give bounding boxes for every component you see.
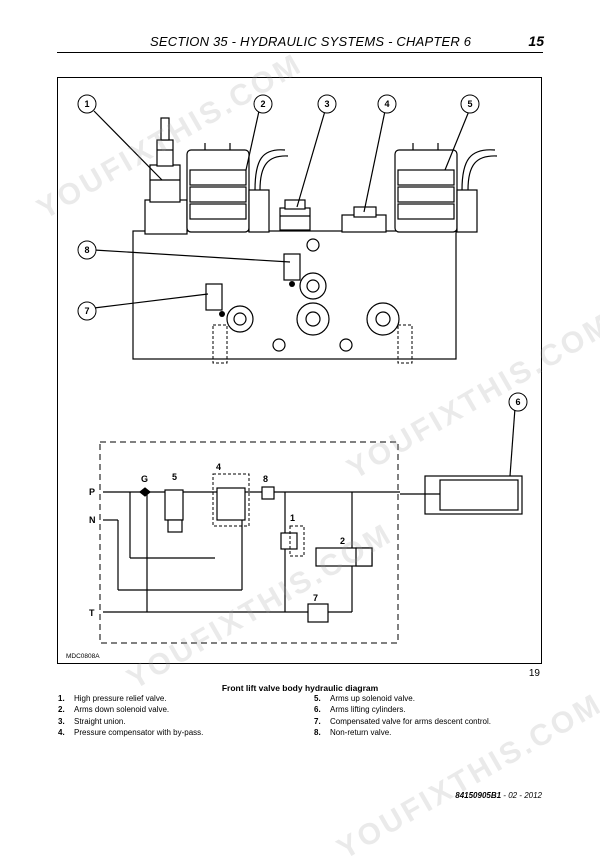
valve-body-block <box>132 230 457 360</box>
arms-down-solenoid <box>186 143 289 233</box>
callout-8: 8 <box>84 245 89 255</box>
header-divider <box>57 52 543 53</box>
callout-5: 5 <box>467 99 472 109</box>
figure-frame <box>57 77 542 664</box>
legend-left-column: 1. High pressure relief valve. 2. Arms dow… <box>58 693 203 739</box>
non-return-valve <box>283 253 301 281</box>
legend-text: Pressure compensator with by-pass. <box>74 728 204 738</box>
legend-number: 5. <box>314 694 321 703</box>
legend-number: 6. <box>314 705 321 715</box>
legend-item: 4. Pressure compensator with by-pass. <box>58 727 203 738</box>
section-title: SECTION 35 - HYDRAULIC SYSTEMS - CHAPTER… <box>150 34 472 49</box>
schem-1-label: 1 <box>290 513 295 523</box>
callout-1: 1 <box>84 99 89 109</box>
schem-5-label: 5 <box>172 472 177 482</box>
legend-item: 5. Arms up solenoid valve. <box>314 693 491 704</box>
legend-number: 4. <box>58 728 65 738</box>
legend-text: Arms lifting cylinders. <box>330 705 406 715</box>
schem-7-label: 7 <box>313 593 318 603</box>
figure-caption: Front lift valve body hydraulic diagram <box>221 683 379 693</box>
callout-7: 7 <box>84 306 89 316</box>
legend-item: 1. High pressure relief valve. <box>58 693 203 704</box>
callout-2: 2 <box>260 99 265 109</box>
callout-6: 6 <box>515 397 520 407</box>
schem-4-label: 4 <box>216 462 221 472</box>
figure-number: 19 <box>528 668 540 679</box>
legend-right-column: 5. Arms up solenoid valve. 6. Arms lifting… <box>314 693 491 739</box>
compensated-valve <box>205 283 223 311</box>
legend-item: 8. Non-return valve. <box>314 727 491 738</box>
schem-8-label: 8 <box>263 474 268 484</box>
callout-3: 3 <box>324 99 329 109</box>
legend-text: Compensated valve for arms descent contr… <box>330 716 491 726</box>
document-number: 84150905B1 <box>455 791 502 800</box>
legend-item: 3. Straight union. <box>58 716 203 727</box>
legend-item: 7. Compensated valve for arms descent con… <box>314 716 491 727</box>
legend-text: Non-return valve. <box>330 728 392 738</box>
callout-layer: 1 2 3 4 5 8 7 6 P N T G 5 4 8 1 2 7 <box>77 94 528 618</box>
legend-item: 2. Arms down solenoid valve. <box>58 704 203 715</box>
legend-number: 7. <box>314 716 321 726</box>
straight-union <box>279 199 311 231</box>
port-n-label: N <box>89 515 96 525</box>
schem-2-label: 2 <box>340 536 345 546</box>
port-p-label: P <box>89 487 95 497</box>
legend-text: Arms down solenoid valve. <box>74 705 170 715</box>
legend-number: 1. <box>58 694 65 703</box>
legend-number: 3. <box>58 716 65 726</box>
g-label: G <box>141 474 148 484</box>
callout-4: 4 <box>384 99 389 109</box>
hydraulic-diagram <box>93 110 523 644</box>
document-date: - 02 - 2012 <box>501 791 542 800</box>
page-number: 15 <box>528 33 544 49</box>
figure-code: MDC0808A <box>66 653 100 660</box>
legend-item: 6. Arms lifting cylinders. <box>314 704 491 715</box>
legend-text: Straight union. <box>74 716 126 726</box>
arms-up-solenoid <box>394 143 498 233</box>
legend-text: Arms up solenoid valve. <box>330 694 415 703</box>
legend-number: 2. <box>58 705 65 715</box>
document-code: 84150905B1 - 02 - 2012 <box>455 791 542 800</box>
port-t-label: T <box>89 608 95 618</box>
legend-text: High pressure relief valve. <box>74 694 167 703</box>
lifting-cylinder <box>400 475 523 515</box>
legend-number: 8. <box>314 728 321 738</box>
